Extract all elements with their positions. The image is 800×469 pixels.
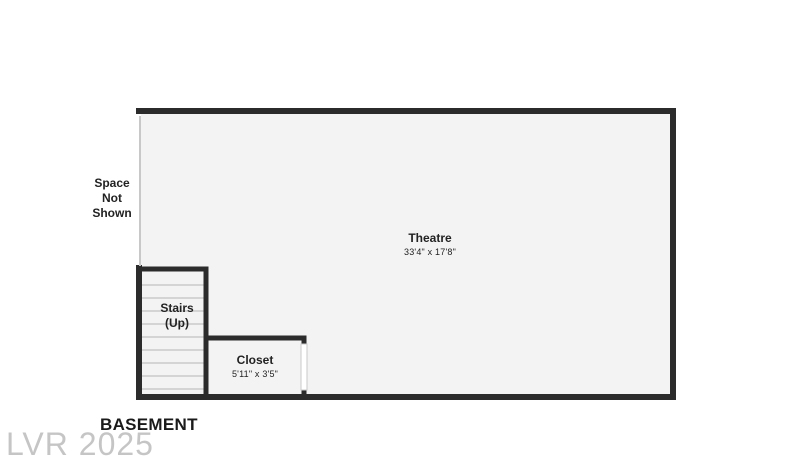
space-not-shown-label: Space Not Shown xyxy=(80,176,144,221)
space-not-shown-line3: Shown xyxy=(92,206,132,220)
stair-treads xyxy=(142,284,204,390)
stairs-walls xyxy=(137,266,209,399)
closet-label: Closet xyxy=(236,353,274,367)
watermark: LVR 2025 xyxy=(6,426,154,462)
stairs-label: Stairs (Up) xyxy=(148,301,206,331)
closet-dimensions: 5'11" x 3'5" xyxy=(231,369,279,379)
stairs-line1: Stairs xyxy=(160,301,194,315)
theatre-label: Theatre xyxy=(408,231,452,245)
space-not-shown-line1: Space xyxy=(94,176,130,190)
closet-door xyxy=(300,343,308,391)
outer-walls xyxy=(136,108,676,400)
space-not-shown-line2: Not xyxy=(102,191,122,205)
floor-label: BASEMENT xyxy=(100,415,198,434)
floor-area xyxy=(141,113,673,398)
theatre-dimensions: 33'4" x 17'8" xyxy=(404,247,456,257)
stairs-line2: (Up) xyxy=(165,316,189,330)
